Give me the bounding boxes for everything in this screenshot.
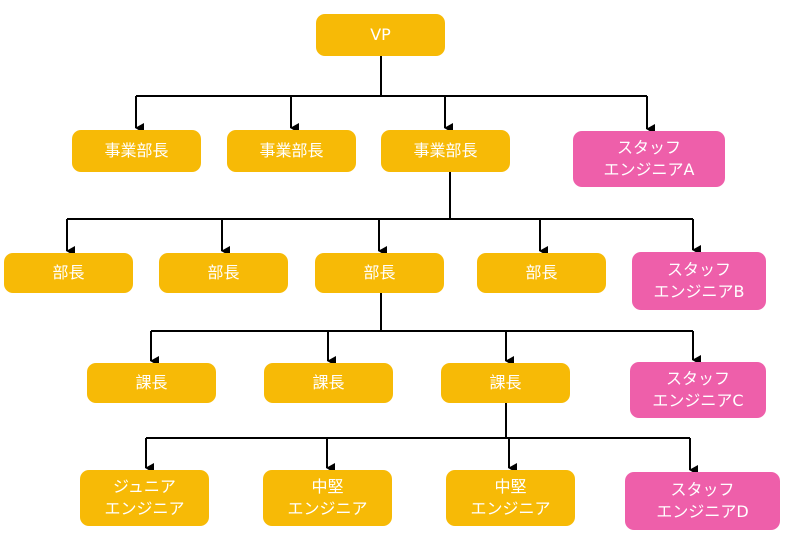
engineer-line2: エンジニア — [287, 499, 368, 518]
staff-engineer-d-box: スタッフ エンジニアD — [625, 472, 780, 530]
staff-c-line2: エンジニアC — [652, 391, 744, 410]
section-chief-label: 課長 — [489, 373, 522, 392]
staff-engineer-b-box: スタッフ エンジニアB — [632, 252, 766, 310]
manager-box: 部長 — [315, 253, 444, 293]
manager-label: 部長 — [363, 263, 396, 282]
engineer-line1: ジュニア — [113, 477, 176, 496]
mid-engineer-box: 中堅 エンジニア — [446, 470, 575, 526]
staff-engineer-a-box: スタッフ エンジニアA — [573, 131, 725, 187]
director-label: 事業部長 — [259, 141, 324, 160]
staff-d-line1: スタッフ — [670, 480, 735, 499]
engineer-line2: エンジニア — [104, 499, 185, 518]
section-chief-box: 課長 — [264, 363, 393, 403]
director-box: 事業部長 — [72, 130, 201, 172]
manager-label: 部長 — [207, 263, 240, 282]
engineer-line2: エンジニア — [470, 499, 551, 518]
director-box: 事業部長 — [227, 130, 356, 172]
mid-engineer-box: 中堅 エンジニア — [263, 470, 392, 526]
manager-box: 部長 — [4, 253, 133, 293]
section-chief-box: 課長 — [87, 363, 216, 403]
vp-label: VP — [370, 25, 391, 44]
section-chief-box: 課長 — [441, 363, 570, 403]
manager-box: 部長 — [159, 253, 288, 293]
director-label: 事業部長 — [413, 141, 478, 160]
junior-engineer-box: ジュニア エンジニア — [80, 470, 209, 526]
engineer-line1: 中堅 — [311, 477, 344, 496]
vp-box: VP — [316, 14, 445, 56]
staff-b-line2: エンジニアB — [653, 282, 745, 301]
staff-c-line1: スタッフ — [665, 369, 730, 388]
section-chief-label: 課長 — [312, 373, 345, 392]
staff-a-line2: エンジニアA — [603, 160, 695, 179]
manager-label: 部長 — [52, 263, 85, 282]
staff-a-line1: スタッフ — [616, 138, 681, 157]
director-box: 事業部長 — [381, 130, 510, 172]
staff-d-line2: エンジニアD — [656, 502, 749, 521]
manager-label: 部長 — [525, 263, 558, 282]
manager-box: 部長 — [477, 253, 606, 293]
engineer-line1: 中堅 — [494, 477, 527, 496]
staff-b-line1: スタッフ — [666, 260, 731, 279]
staff-engineer-c-box: スタッフ エンジニアC — [630, 362, 766, 418]
director-label: 事業部長 — [104, 141, 169, 160]
section-chief-label: 課長 — [135, 373, 168, 392]
